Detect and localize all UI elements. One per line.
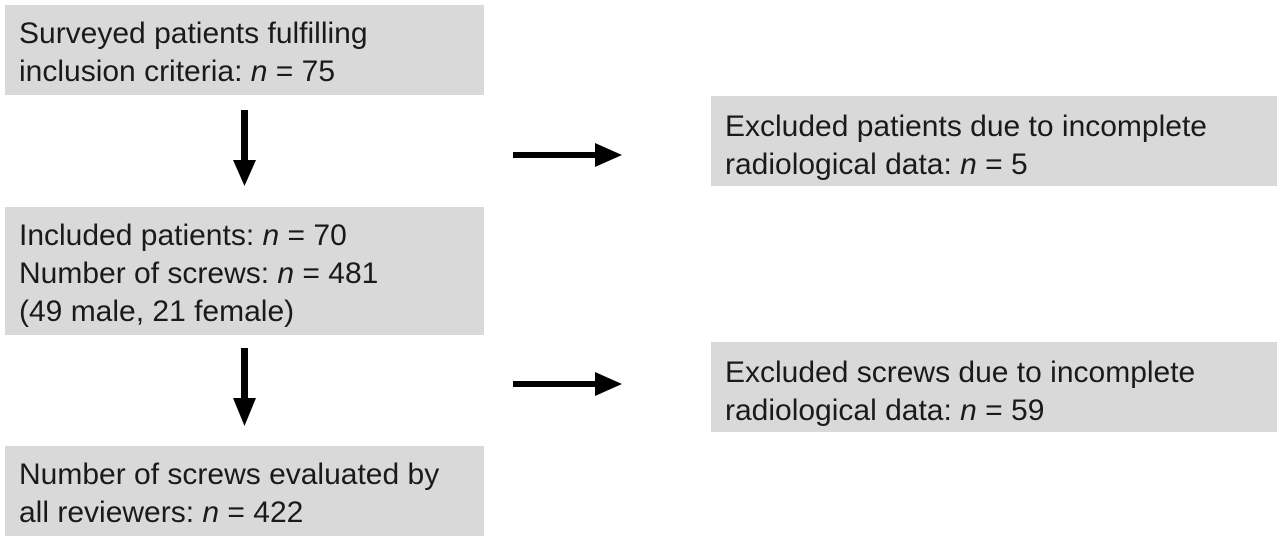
arrow-right-1-shaft — [513, 152, 597, 158]
arrow-down-2-shaft — [241, 348, 248, 402]
excluded-screws-line-2-prefix: radiological data: — [725, 394, 961, 427]
included-line-2-prefix: Number of screws: — [19, 257, 278, 290]
evaluated-screws-box: Number of screws evaluated by all review… — [5, 446, 484, 536]
excluded-patients-line-2-prefix: radiological data: — [725, 148, 961, 181]
included-patients-box: Included patients: n = 70 Number of scre… — [5, 207, 484, 335]
surveyed-line-2-value: = 75 — [267, 55, 336, 88]
arrow-right-2-head — [595, 372, 622, 396]
included-line-1-prefix: Included patients: — [19, 219, 263, 252]
excluded-screws-line-2: radiological data: n = 59 — [725, 392, 1265, 430]
evaluated-line-1: Number of screws evaluated by — [19, 458, 440, 491]
arrow-right-1-head — [595, 143, 622, 167]
arrow-down-1-head — [233, 160, 256, 186]
evaluated-line-2-value: = 422 — [219, 496, 304, 529]
evaluated-line-2: all reviewers: n = 422 — [19, 494, 472, 532]
included-n-label-2: n — [277, 257, 295, 290]
included-line-1-value: = 70 — [279, 219, 347, 252]
excluded-screws-box: Excluded screws due to incomplete radiol… — [711, 342, 1277, 432]
included-line-2: Number of screws: n = 481 — [19, 255, 472, 293]
arrow-right-2-shaft — [513, 381, 597, 387]
arrow-down-2 — [233, 348, 256, 426]
surveyed-line-2: inclusion criteria: n = 75 — [19, 53, 472, 91]
excluded-screws-n-label: n — [960, 394, 977, 427]
excluded-patients-n-label: n — [960, 148, 977, 181]
included-line-2-value: = 481 — [294, 257, 379, 290]
included-n-label-1: n — [262, 219, 280, 252]
arrow-right-2 — [513, 372, 622, 396]
evaluated-line-2-prefix: all reviewers: — [19, 496, 203, 529]
excluded-screws-line-2-value: = 59 — [976, 394, 1045, 427]
excluded-patients-line-1: Excluded patients due to incomplete — [725, 110, 1207, 143]
excluded-screws-line-1: Excluded screws due to incomplete — [725, 356, 1196, 389]
arrow-right-1 — [513, 143, 622, 167]
evaluated-n-label: n — [202, 496, 220, 529]
surveyed-n-label: n — [250, 55, 268, 88]
included-line-3: (49 male, 21 female) — [19, 295, 295, 328]
arrow-down-1-shaft — [241, 110, 248, 164]
excluded-patients-line-2-value: = 5 — [976, 148, 1028, 181]
excluded-patients-line-2: radiological data: n = 5 — [725, 146, 1265, 184]
included-line-1: Included patients: n = 70 — [19, 217, 472, 255]
arrow-down-1 — [233, 110, 256, 186]
surveyed-line-1: Surveyed patients fulfilling — [19, 17, 368, 50]
arrow-down-2-head — [233, 398, 256, 426]
surveyed-line-2-prefix: inclusion criteria: — [19, 55, 251, 88]
excluded-patients-box: Excluded patients due to incomplete radi… — [711, 96, 1277, 186]
surveyed-patients-box: Surveyed patients fulfilling inclusion c… — [5, 5, 484, 95]
